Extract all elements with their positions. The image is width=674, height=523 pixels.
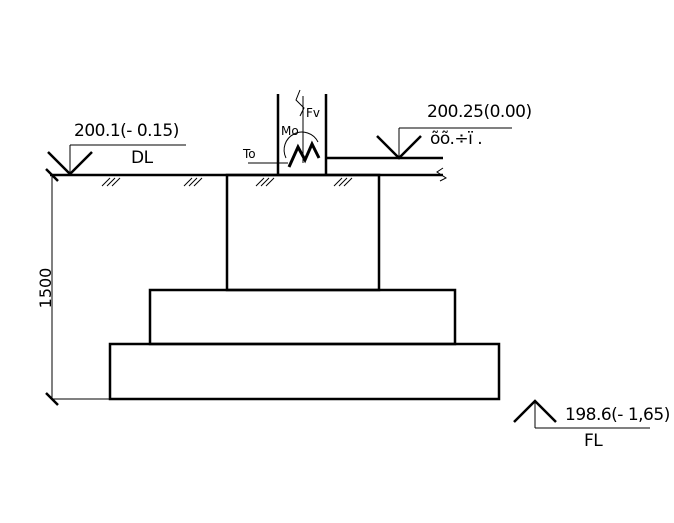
gl-elevation-label: 200.25(0.00)	[427, 102, 532, 122]
elevation-marker-icon	[513, 399, 650, 429]
gl-code-label: õõ.÷ï .	[430, 129, 482, 149]
footing-lower-step	[108, 342, 501, 401]
elevation-marker-icon	[47, 144, 186, 176]
footing-upper-step	[148, 288, 457, 346]
depth-dimension	[45, 168, 110, 406]
dl-elevation-label: 200.1(- 0.15)	[74, 121, 179, 141]
moment-arc-icon	[283, 131, 319, 159]
dl-code-label: DL	[131, 148, 154, 168]
fl-code-label: FL	[584, 431, 603, 451]
depth-label: 1500	[36, 268, 55, 309]
break-line-icon	[436, 167, 447, 182]
column	[276, 89, 443, 175]
shear-label: To	[242, 147, 256, 161]
elevation-marker-icon	[376, 127, 512, 160]
axial-force-label: Fv	[306, 106, 320, 120]
load-symbols	[248, 96, 321, 168]
pedestal	[225, 173, 381, 292]
moment-label: Mo	[281, 124, 299, 138]
fl-elevation-label: 198.6(- 1,65)	[565, 405, 670, 425]
ground-hatching	[101, 177, 353, 187]
